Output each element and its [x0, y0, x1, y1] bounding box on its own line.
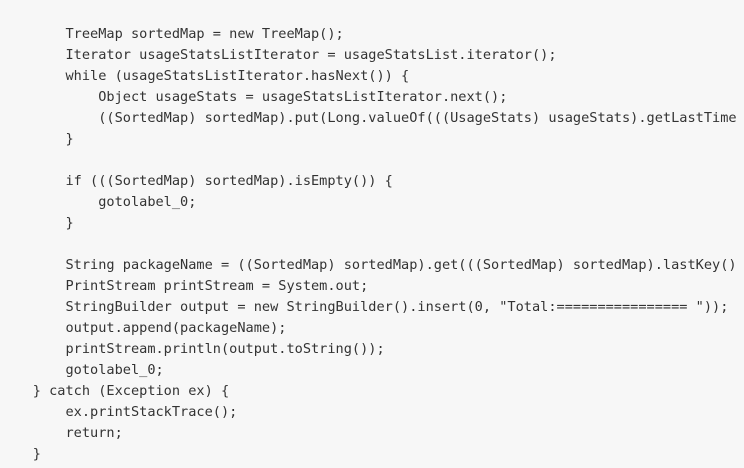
- code-line: gotolabel_0;: [0, 194, 197, 210]
- code-line: ex.printStackTrace();: [0, 404, 238, 420]
- code-line: String packageName = ((SortedMap) sorted…: [0, 257, 737, 273]
- code-line: } catch (Exception ex) {: [0, 383, 230, 399]
- code-line: }: [0, 446, 41, 462]
- code-line: Iterator usageStatsListIterator = usageS…: [0, 47, 557, 63]
- code-line: }: [0, 131, 74, 147]
- code-line: output.append(packageName);: [0, 320, 287, 336]
- code-line: if (((SortedMap) sortedMap).isEmpty()) {: [0, 173, 393, 189]
- code-line: ((SortedMap) sortedMap).put(Long.valueOf…: [0, 110, 737, 126]
- code-line: printStream.println(output.toString());: [0, 341, 385, 357]
- code-line: TreeMap sortedMap = new TreeMap();: [0, 26, 344, 42]
- code-line: Object usageStats = usageStatsListIterat…: [0, 89, 508, 105]
- code-line: }: [0, 215, 74, 231]
- code-line: gotolabel_0;: [0, 362, 164, 378]
- code-line: PrintStream printStream = System.out;: [0, 278, 369, 294]
- code-line: StringBuilder output = new StringBuilder…: [0, 299, 729, 315]
- code-line: return;: [0, 425, 123, 441]
- code-line: while (usageStatsListIterator.hasNext())…: [0, 68, 410, 84]
